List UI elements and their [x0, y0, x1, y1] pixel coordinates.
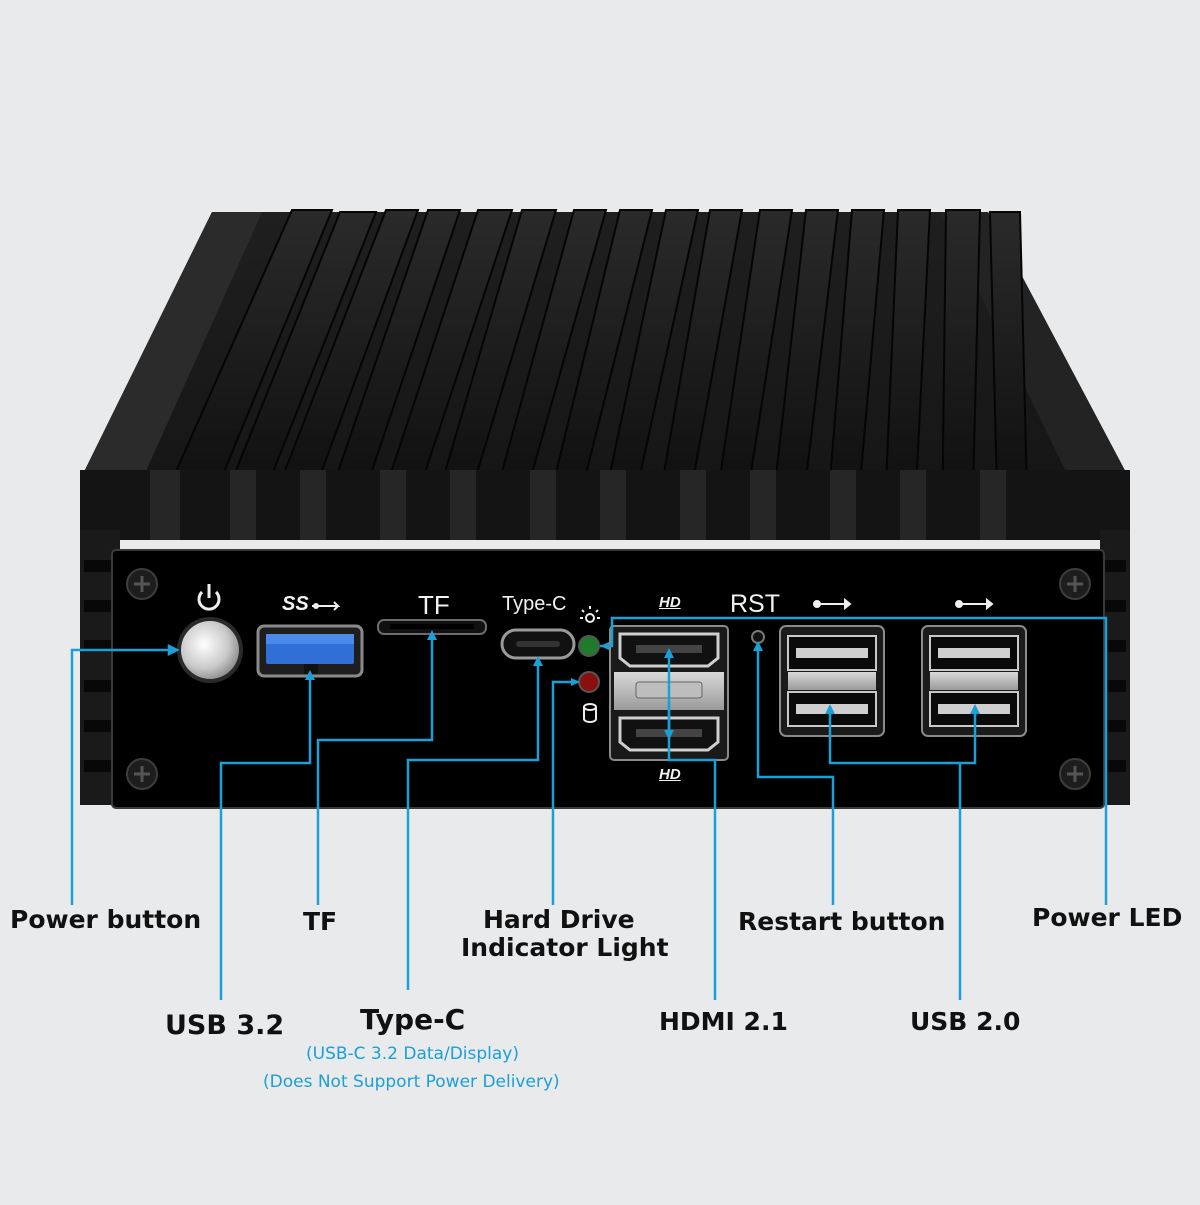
io-panel — [111, 549, 1105, 809]
callout-hard-drive-line2: Indicator Light — [461, 933, 669, 962]
callout-power-button: Power button — [10, 905, 202, 934]
callout-hard-drive-line1: Hard Drive — [483, 905, 635, 934]
power-icon — [197, 584, 221, 611]
callout-arrowheads — [305, 630, 980, 740]
callout-type-c-note1: (USB-C 3.2 Data/Display) — [306, 1044, 519, 1064]
callout-tf: TF — [303, 907, 338, 936]
callout-restart-button: Restart button — [738, 907, 946, 936]
power-button[interactable] — [177, 617, 243, 683]
callout-usb32: USB 3.2 — [165, 1010, 285, 1041]
usb32-port[interactable] — [256, 624, 364, 678]
callout-usb20: USB 2.0 — [910, 1007, 1021, 1036]
screw-icon — [126, 568, 1091, 790]
usb-ss-icon — [312, 601, 341, 611]
callout-type-c-note2: (Does Not Support Power Delivery) — [263, 1072, 560, 1092]
panel-label-usb-ss: SS — [282, 593, 309, 615]
callout-lines — [70, 616, 1108, 1000]
panel-label-hd-bottom: HD — [659, 766, 681, 783]
chassis — [80, 209, 1130, 809]
led-light-icon — [580, 606, 600, 623]
power-led — [578, 635, 600, 657]
usb-icon — [813, 597, 994, 611]
panel-label-hd-top: HD — [659, 594, 681, 611]
panel-label-type-c: Type-C — [502, 593, 567, 615]
panel-label-tf: TF — [418, 590, 450, 620]
hard-drive-led — [578, 671, 600, 693]
callout-type-c: Type-C — [360, 1003, 466, 1036]
heatsink-fins — [148, 209, 1030, 531]
type-c-port[interactable] — [500, 628, 576, 660]
hard-drive-icon — [583, 703, 597, 723]
callout-hdmi: HDMI 2.1 — [659, 1007, 788, 1036]
callout-power-led: Power LED — [1032, 903, 1183, 932]
panel-label-rst: RST — [730, 590, 780, 618]
